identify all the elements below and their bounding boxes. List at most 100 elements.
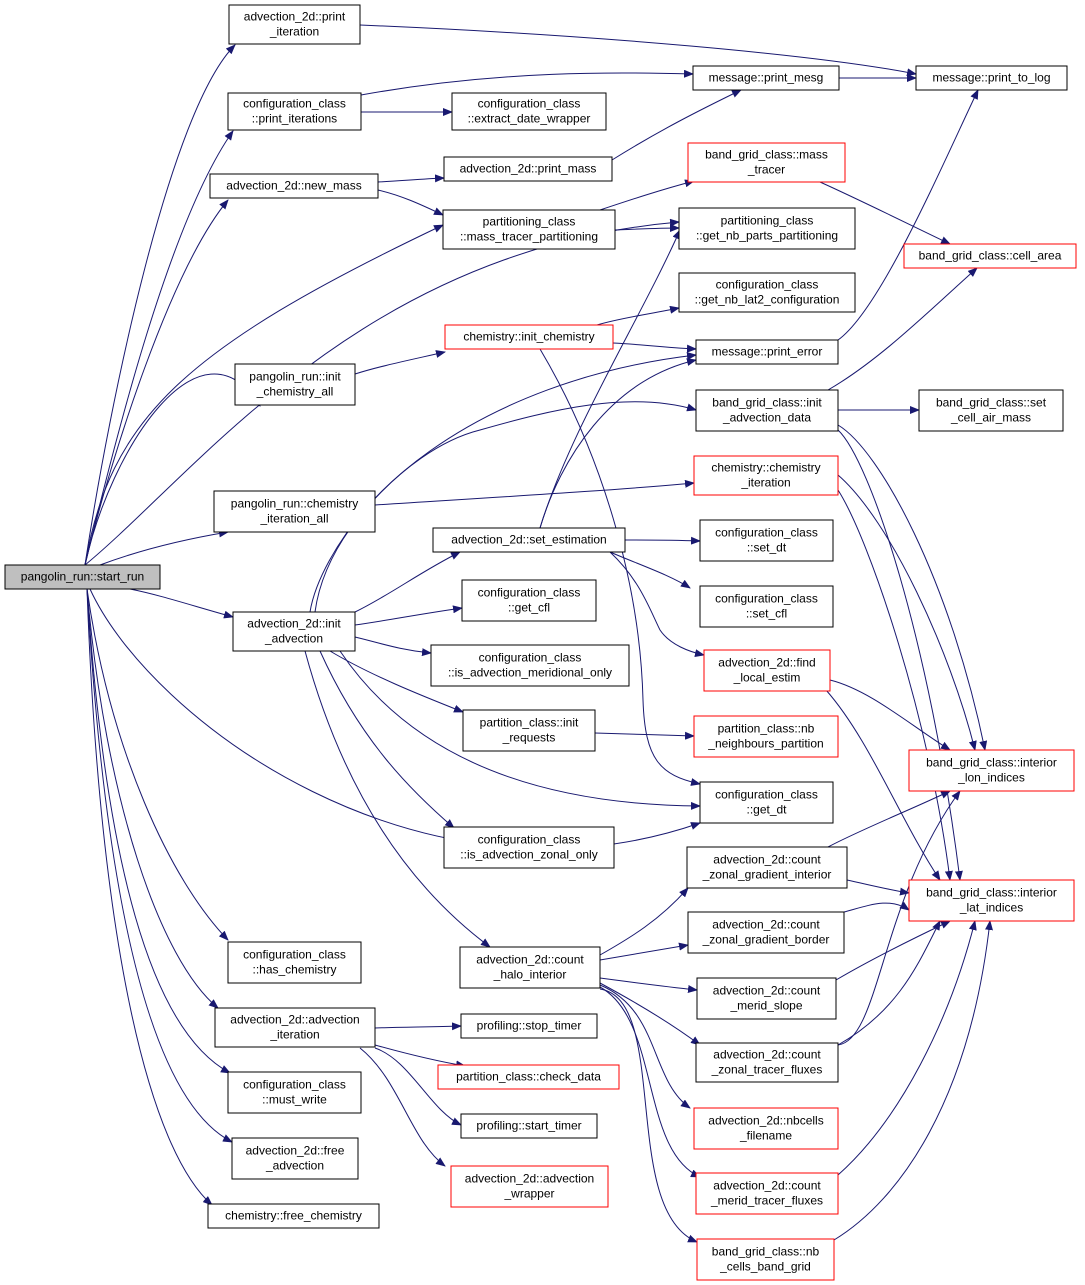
node-box[interactable] (444, 324, 614, 350)
node-part-nb-neighbours[interactable]: partition_class::nb_neighbours_partition (693, 715, 839, 758)
node-cfg-print-iterations[interactable]: configuration_class::print_iterations (227, 92, 362, 131)
node-msg-print-to-log[interactable]: message::print_to_log (915, 65, 1068, 91)
node-box[interactable] (443, 156, 613, 182)
node-box[interactable] (459, 946, 601, 989)
node-box[interactable] (442, 209, 616, 250)
node-cfg-get-dt[interactable]: configuration_class::get_dt (699, 781, 834, 824)
node-box[interactable] (460, 1013, 598, 1039)
node-adv-init-advection[interactable]: advection_2d::init_advection (232, 611, 356, 652)
node-box[interactable] (234, 363, 356, 406)
node-box[interactable] (231, 1137, 359, 1180)
node-chem-free-chemistry[interactable]: chemistry::free_chemistry (207, 1203, 380, 1229)
node-box[interactable] (214, 1007, 376, 1048)
node-adv-set-estimation[interactable]: advection_2d::set_estimation (432, 527, 626, 553)
node-box[interactable] (437, 1064, 620, 1090)
node-adv-count-zonal-tracer-fluxes[interactable]: advection_2d::count_zonal_tracer_fluxes (695, 1042, 839, 1083)
node-prof-stop-timer[interactable]: profiling::stop_timer (460, 1013, 598, 1039)
node-box[interactable] (908, 879, 1075, 922)
node-pr-chemistry-iteration-all[interactable]: pangolin_run::chemistry_iteration_all (213, 490, 376, 533)
node-adv-count-merid-tracer-fluxes[interactable]: advection_2d::count_merid_tracer_fluxes (695, 1172, 839, 1215)
node-cfg-must-write[interactable]: configuration_class::must_write (227, 1071, 362, 1114)
node-box[interactable] (432, 527, 626, 553)
node-msg-print-mesg[interactable]: message::print_mesg (692, 65, 840, 91)
node-adv-advection-wrapper[interactable]: advection_2d::advection_wrapper (450, 1165, 609, 1208)
node-box[interactable] (678, 272, 856, 313)
node-box[interactable] (703, 649, 831, 692)
node-adv-print-mass[interactable]: advection_2d::print_mass (443, 156, 613, 182)
node-box[interactable] (918, 389, 1064, 432)
node-bgc-interior-lon[interactable]: band_grid_class::interior_lon_indices (908, 749, 1075, 792)
node-box[interactable] (695, 1172, 839, 1215)
node-box[interactable] (699, 585, 834, 628)
node-cfg-is-adv-merid-only[interactable]: configuration_class::is_advection_meridi… (430, 644, 630, 687)
node-box[interactable] (4, 564, 161, 590)
node-chem-chemistry-iteration[interactable]: chemistry::chemistry_iteration (693, 455, 839, 496)
node-box[interactable] (460, 1113, 598, 1139)
node-box[interactable] (699, 781, 834, 824)
node-box[interactable] (227, 1071, 362, 1114)
node-box[interactable] (908, 749, 1075, 792)
node-box[interactable] (232, 611, 356, 652)
node-cfg-get-nb-lat2[interactable]: configuration_class::get_nb_lat2_configu… (678, 272, 856, 313)
node-cfg-get-cfl[interactable]: configuration_class::get_cfl (461, 579, 597, 622)
node-bgc-cell-area[interactable]: band_grid_class::cell_area (903, 243, 1077, 269)
node-box[interactable] (462, 709, 596, 752)
node-adv-count-halo-interior[interactable]: advection_2d::count_halo_interior (459, 946, 601, 989)
node-adv-find-local-estim[interactable]: advection_2d::find_local_estim (703, 649, 831, 692)
node-box[interactable] (696, 1238, 835, 1281)
node-adv-new-mass[interactable]: advection_2d::new_mass (209, 173, 379, 199)
node-box[interactable] (693, 715, 839, 758)
node-adv-nbcells-filename[interactable]: advection_2d::nbcells_filename (693, 1107, 839, 1150)
node-box[interactable] (903, 243, 1077, 269)
node-cfg-is-adv-zonal-only[interactable]: configuration_class::is_advection_zonal_… (443, 826, 615, 869)
node-box[interactable] (451, 92, 607, 131)
node-box[interactable] (227, 92, 362, 131)
node-start-run[interactable]: pangolin_run::start_run (4, 564, 161, 590)
node-box[interactable] (461, 579, 597, 622)
node-part-mass-tracer-partitioning[interactable]: partitioning_class::mass_tracer_partitio… (442, 209, 616, 250)
node-box[interactable] (696, 977, 837, 1020)
node-box[interactable] (693, 455, 839, 496)
node-box[interactable] (686, 846, 848, 889)
node-box[interactable] (692, 65, 840, 91)
node-adv-free-advection[interactable]: advection_2d::free_advection (231, 1137, 359, 1180)
node-adv-count-zonal-grad-interior[interactable]: advection_2d::count_zonal_gradient_inter… (686, 846, 848, 889)
node-box[interactable] (695, 389, 839, 432)
node-part-check-data[interactable]: partition_class::check_data (437, 1064, 620, 1090)
node-adv-count-merid-slope[interactable]: advection_2d::count_merid_slope (696, 977, 837, 1020)
node-box[interactable] (699, 519, 834, 562)
node-adv-print-iteration[interactable]: advection_2d::print_iteration (228, 4, 361, 45)
node-bgc-set-cell-air-mass[interactable]: band_grid_class::set_cell_air_mass (918, 389, 1064, 432)
node-msg-print-error[interactable]: message::print_error (695, 339, 839, 365)
node-box[interactable] (227, 941, 362, 984)
node-box[interactable] (207, 1203, 380, 1229)
node-part-get-nb-parts[interactable]: partitioning_class::get_nb_parts_partiti… (678, 207, 856, 250)
node-box[interactable] (228, 4, 361, 45)
node-prof-start-timer[interactable]: profiling::start_timer (460, 1113, 598, 1139)
node-box[interactable] (687, 911, 845, 954)
node-cfg-set-cfl[interactable]: configuration_class::set_cfl (699, 585, 834, 628)
node-cfg-has-chemistry[interactable]: configuration_class::has_chemistry (227, 941, 362, 984)
node-box[interactable] (678, 207, 856, 250)
node-bgc-nb-cells-band-grid[interactable]: band_grid_class::nb_cells_band_grid (696, 1238, 835, 1281)
node-bgc-interior-lat[interactable]: band_grid_class::interior_lat_indices (908, 879, 1075, 922)
node-box[interactable] (693, 1107, 839, 1150)
node-box[interactable] (209, 173, 379, 199)
node-box[interactable] (443, 826, 615, 869)
node-adv-advection-iteration[interactable]: advection_2d::advection_iteration (214, 1007, 376, 1048)
node-cfg-set-dt[interactable]: configuration_class::set_dt (699, 519, 834, 562)
node-cfg-extract-date[interactable]: configuration_class::extract_date_wrappe… (451, 92, 607, 131)
node-pr-init-chemistry-all[interactable]: pangolin_run::init_chemistry_all (234, 363, 356, 406)
node-bgc-init-advection-data[interactable]: band_grid_class::init_advection_data (695, 389, 839, 432)
node-bgc-mass-tracer[interactable]: band_grid_class::mass_tracer (687, 142, 846, 183)
node-box[interactable] (213, 490, 376, 533)
node-box[interactable] (430, 644, 630, 687)
node-box[interactable] (687, 142, 846, 183)
node-chem-init-chemistry[interactable]: chemistry::init_chemistry (444, 324, 614, 350)
node-box[interactable] (695, 339, 839, 365)
node-box[interactable] (450, 1165, 609, 1208)
node-part-init-requests[interactable]: partition_class::init_requests (462, 709, 596, 752)
node-box[interactable] (915, 65, 1068, 91)
node-box[interactable] (695, 1042, 839, 1083)
node-adv-count-zonal-grad-border[interactable]: advection_2d::count_zonal_gradient_borde… (687, 911, 845, 954)
